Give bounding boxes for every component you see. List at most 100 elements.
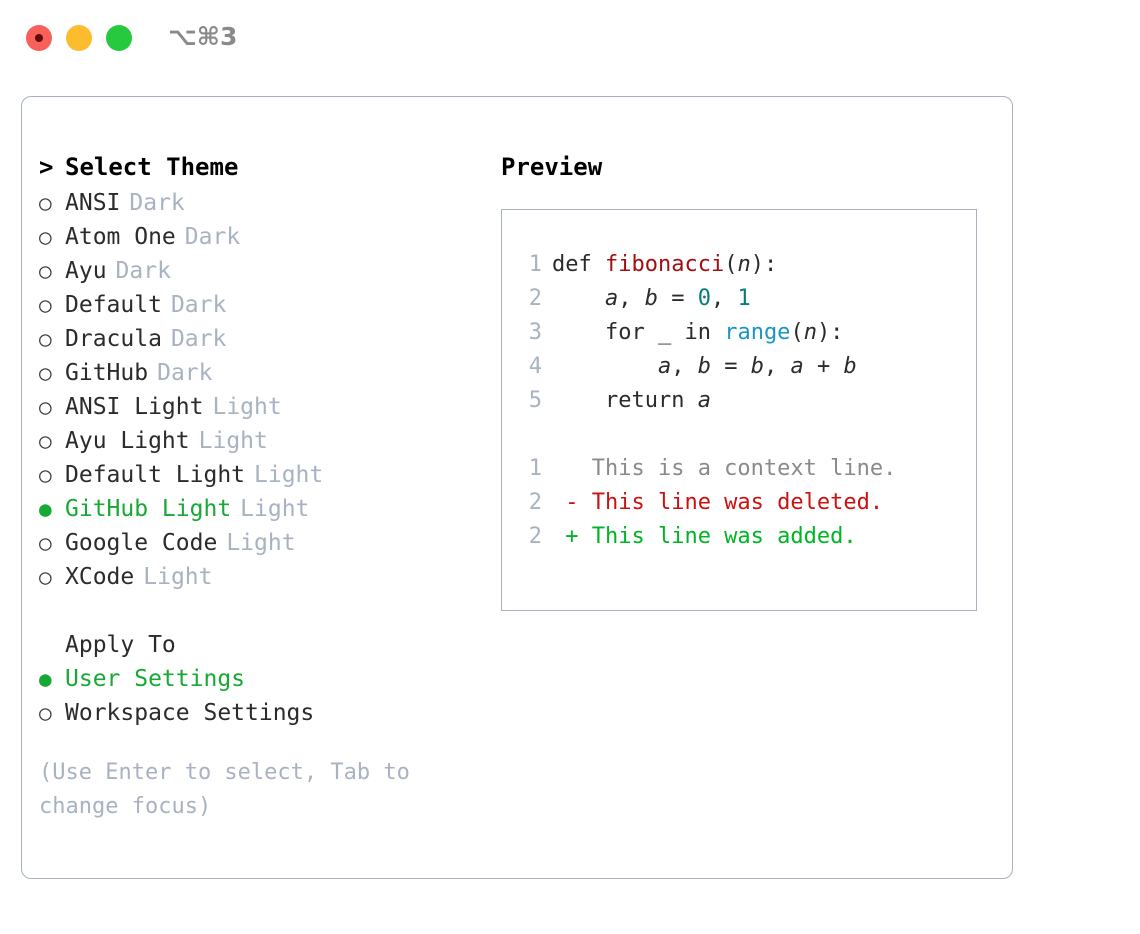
code-blank-line: [502, 418, 976, 452]
code-text: a, b = b, a + b: [552, 350, 857, 384]
radio-unselected-icon[interactable]: ○: [39, 225, 52, 249]
code-token: _: [657, 320, 672, 345]
radio-unselected-icon[interactable]: ○: [39, 565, 52, 589]
close-dot-icon[interactable]: [26, 25, 52, 51]
code-token: (: [790, 320, 804, 345]
code-line: 2 + This line was added.: [502, 520, 976, 554]
preview-title: Preview: [501, 153, 603, 181]
code-text: This is a context line.: [552, 452, 897, 486]
theme-list-item[interactable]: ○ Ayu Light Light: [39, 424, 499, 458]
theme-list-item[interactable]: ○ Default Dark: [39, 288, 499, 322]
theme-variant-label: Light: [226, 530, 296, 556]
theme-name-label: Dracula: [65, 326, 162, 352]
code-token: b: [843, 354, 857, 379]
theme-name-label: Atom One: [65, 224, 176, 250]
select-theme-header: > Select Theme: [39, 148, 499, 186]
code-token: a: [790, 354, 804, 379]
code-line: 4 a, b = b, a + b: [502, 350, 976, 384]
code-token: ,: [618, 286, 645, 311]
theme-name-label: GitHub: [65, 360, 149, 386]
select-theme-header-label: Select Theme: [65, 153, 239, 181]
apply-to-list: ● User Settings ○ Workspace Settings: [39, 662, 499, 730]
theme-list-item[interactable]: ● GitHub Light Light: [39, 492, 499, 526]
code-token: ,: [671, 354, 698, 379]
theme-name-label: GitHub Light: [65, 496, 232, 522]
code-line: 2 - This line was deleted.: [502, 486, 976, 520]
theme-variant-label: Dark: [170, 292, 227, 318]
code-token: a: [697, 388, 711, 413]
theme-variant-label: Dark: [129, 190, 185, 216]
radio-unselected-icon[interactable]: ○: [39, 531, 52, 555]
radio-selected-icon[interactable]: ●: [39, 667, 52, 691]
line-number: 5: [528, 388, 542, 413]
radio-unselected-icon[interactable]: ○: [39, 395, 52, 419]
line-number: 4: [528, 354, 542, 379]
code-line: 3 for _ in range(n):: [502, 316, 976, 350]
code-token: n: [803, 320, 817, 345]
theme-name-label: XCode: [65, 564, 135, 590]
theme-list-item[interactable]: ○ ANSI Dark: [39, 186, 499, 220]
theme-list-item[interactable]: ○ Google Code Light: [39, 526, 499, 560]
theme-name-label: ANSI: [65, 190, 121, 216]
theme-variant-label: Dark: [170, 326, 227, 352]
code-token: [552, 286, 605, 311]
code-token: ):: [750, 252, 778, 277]
maximize-dot-icon[interactable]: [106, 25, 132, 51]
code-token: b: [644, 286, 658, 311]
apply-to-title: Apply To: [65, 632, 176, 658]
theme-name-label: Google Code: [65, 530, 218, 556]
theme-name-label: Ayu Light: [65, 428, 190, 454]
apply-to-option-label: Workspace Settings: [65, 700, 315, 726]
code-line: 1 This is a context line.: [502, 452, 976, 486]
code-line: 5 return a: [502, 384, 976, 418]
theme-variant-label: Light: [212, 394, 282, 420]
radio-unselected-icon[interactable]: ○: [39, 259, 52, 283]
keyboard-shortcut-label: ⌥⌘3: [168, 22, 238, 51]
code-token: =: [710, 354, 751, 379]
window-controls: [26, 25, 132, 51]
apply-to-option[interactable]: ● User Settings: [39, 662, 499, 696]
code-token: ,: [763, 354, 791, 379]
radio-selected-icon[interactable]: ●: [39, 497, 52, 521]
prompt-caret-icon: >: [39, 153, 54, 181]
radio-unselected-icon[interactable]: ○: [39, 463, 52, 487]
theme-variant-label: Light: [240, 496, 310, 522]
code-token: n: [737, 252, 751, 277]
code-text: a, b = 0, 1: [552, 282, 751, 316]
code-token: 1: [737, 286, 751, 311]
theme-name-label: Default: [65, 292, 162, 318]
theme-name-label: Ayu: [65, 258, 107, 284]
code-token: =: [657, 286, 698, 311]
code-token: This is a context line.: [552, 456, 897, 481]
radio-unselected-icon[interactable]: ○: [39, 429, 52, 453]
title-bar: ⌥⌘3: [0, 0, 1140, 78]
code-token: for: [552, 320, 658, 345]
radio-unselected-icon[interactable]: ○: [39, 191, 52, 215]
apply-to-option[interactable]: ○ Workspace Settings: [39, 696, 499, 730]
minimize-dot-icon[interactable]: [66, 25, 92, 51]
code-token: return: [552, 388, 698, 413]
code-token: a: [604, 286, 619, 311]
theme-list-item[interactable]: ○ Dracula Dark: [39, 322, 499, 356]
line-number: 1: [528, 252, 542, 277]
code-text: for _ in range(n):: [552, 316, 843, 350]
code-token: b: [697, 354, 711, 379]
radio-unselected-icon[interactable]: ○: [39, 361, 52, 385]
code-text: return a: [552, 384, 711, 418]
apply-to-option-label: User Settings: [65, 666, 246, 692]
theme-variant-label: Light: [198, 428, 268, 454]
code-line: 2 a, b = 0, 1: [502, 282, 976, 316]
radio-unselected-icon[interactable]: ○: [39, 327, 52, 351]
radio-unselected-icon[interactable]: ○: [39, 293, 52, 317]
radio-unselected-icon[interactable]: ○: [39, 701, 52, 725]
code-token: def: [552, 252, 605, 277]
